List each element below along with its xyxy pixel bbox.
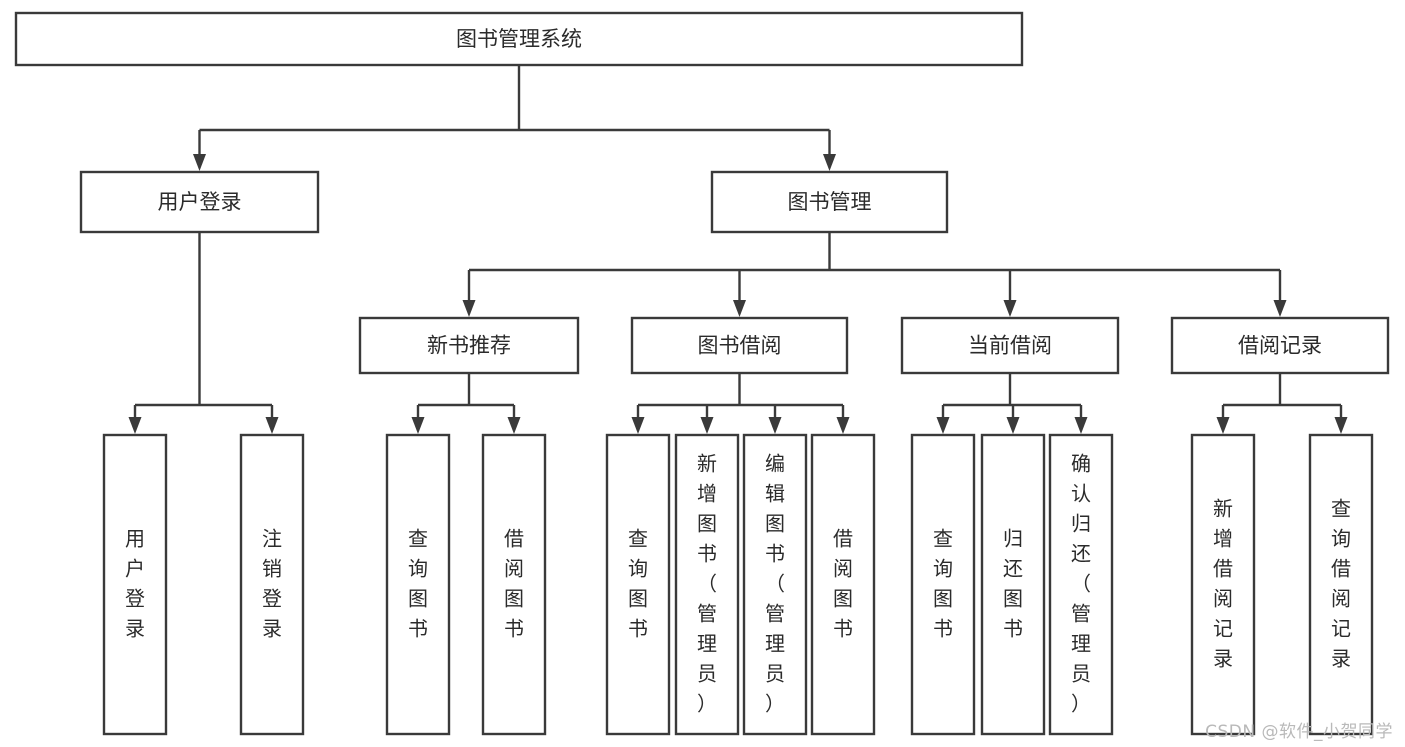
node-box — [385, 433, 451, 736]
connector-group-new-book-recommend — [411, 373, 521, 434]
connector-group-book-manage — [462, 232, 1287, 317]
node-root[interactable]: 图书管理系统 — [14, 11, 1024, 67]
node-label: 图书管理 — [788, 190, 872, 214]
node-leaf-add-record[interactable]: 新增借阅记录 — [1190, 433, 1256, 736]
node-leaf-query-book-3[interactable]: 查询图书 — [910, 433, 976, 736]
arrow-head-icon — [1273, 300, 1287, 317]
node-label: 确认归还（管理员） — [1071, 451, 1091, 715]
arrow-head-icon — [836, 417, 850, 434]
node-label: 图书借阅 — [698, 334, 782, 358]
node-label: 查询图书 — [408, 526, 428, 640]
node-leaf-query-record[interactable]: 查询借阅记录 — [1308, 433, 1374, 736]
node-label: 用户登录 — [125, 526, 145, 640]
node-label: 新书推荐 — [427, 334, 511, 358]
arrow-head-icon — [631, 417, 645, 434]
node-label: 查询借阅记录 — [1331, 496, 1351, 670]
connector-group-current-borrow — [936, 373, 1088, 434]
node-leaf-edit-book[interactable]: 编辑图书（管理员） — [742, 433, 808, 736]
node-leaf-confirm-return[interactable]: 确认归还（管理员） — [1048, 433, 1114, 736]
node-box — [605, 433, 671, 736]
arrow-head-icon — [1334, 417, 1348, 434]
arrow-head-icon — [733, 300, 746, 317]
node-label: 编辑图书（管理员） — [765, 451, 785, 715]
node-box — [710, 170, 949, 234]
node-leaf-return-book[interactable]: 归还图书 — [980, 433, 1046, 736]
arrow-head-icon — [1074, 417, 1088, 434]
node-label: 借阅图书 — [504, 526, 524, 640]
node-label: 归还图书 — [1003, 526, 1023, 640]
node-leaf-borrow-book-1[interactable]: 借阅图书 — [481, 433, 547, 736]
node-box — [481, 433, 547, 736]
node-borrow-record[interactable]: 借阅记录 — [1170, 316, 1390, 375]
node-book-manage[interactable]: 图书管理 — [710, 170, 949, 234]
node-label: 借阅记录 — [1238, 334, 1322, 358]
arrow-head-icon — [823, 154, 836, 171]
arrow-head-icon — [265, 417, 279, 434]
watermark-text: CSDN @软件_小贺同学 — [1205, 722, 1393, 742]
node-label: 新增借阅记录 — [1213, 496, 1233, 670]
node-box — [14, 11, 1024, 67]
node-label: 新增图书（管理员） — [697, 451, 717, 715]
node-label: 注销登录 — [262, 526, 282, 640]
node-label: 查询图书 — [628, 526, 648, 640]
node-box — [102, 433, 168, 736]
node-box — [674, 433, 740, 736]
node-box — [630, 316, 849, 375]
arrow-head-icon — [700, 417, 714, 434]
node-label: 查询图书 — [933, 526, 953, 640]
node-box — [239, 433, 305, 736]
node-leaf-query-book-1[interactable]: 查询图书 — [385, 433, 451, 736]
arrow-head-icon — [193, 154, 206, 171]
node-box — [1308, 433, 1374, 736]
node-user-login[interactable]: 用户登录 — [79, 170, 320, 234]
node-box — [742, 433, 808, 736]
node-label: 图书管理系统 — [456, 27, 582, 51]
node-box — [980, 433, 1046, 736]
connector-group-book-borrow — [631, 373, 850, 434]
connector-layer — [128, 65, 1348, 434]
arrow-head-icon — [768, 417, 782, 434]
arrow-head-icon — [507, 417, 521, 434]
arrow-head-icon — [128, 417, 142, 434]
node-label: 借阅图书 — [833, 526, 853, 640]
node-box — [1170, 316, 1390, 375]
arrow-head-icon — [936, 417, 950, 434]
node-leaf-logout[interactable]: 注销登录 — [239, 433, 305, 736]
node-leaf-add-book[interactable]: 新增图书（管理员） — [674, 433, 740, 736]
node-box — [1048, 433, 1114, 736]
node-leaf-user-login[interactable]: 用户登录 — [102, 433, 168, 736]
node-label: 当前借阅 — [968, 334, 1052, 358]
node-new-book-recommend[interactable]: 新书推荐 — [358, 316, 580, 375]
node-leaf-query-book-2[interactable]: 查询图书 — [605, 433, 671, 736]
node-box — [900, 316, 1120, 375]
arrow-head-icon — [1006, 417, 1020, 434]
arrow-head-icon — [1003, 300, 1017, 317]
node-box — [1190, 433, 1256, 736]
node-book-borrow[interactable]: 图书借阅 — [630, 316, 849, 375]
node-box — [910, 433, 976, 736]
node-leaf-borrow-book-2[interactable]: 借阅图书 — [810, 433, 876, 736]
node-box — [79, 170, 320, 234]
node-layer: 图书管理系统用户登录图书管理新书推荐图书借阅当前借阅借阅记录用户登录注销登录查询… — [14, 11, 1390, 736]
arrow-head-icon — [1216, 417, 1230, 434]
node-box — [810, 433, 876, 736]
connector-group-borrow-record — [1216, 373, 1348, 434]
node-box — [358, 316, 580, 375]
node-label: 用户登录 — [158, 190, 242, 214]
connector-group-user-login — [128, 232, 279, 434]
node-current-borrow[interactable]: 当前借阅 — [900, 316, 1120, 375]
connector-group-root — [193, 65, 836, 171]
arrow-head-icon — [462, 300, 476, 317]
arrow-head-icon — [411, 417, 425, 434]
